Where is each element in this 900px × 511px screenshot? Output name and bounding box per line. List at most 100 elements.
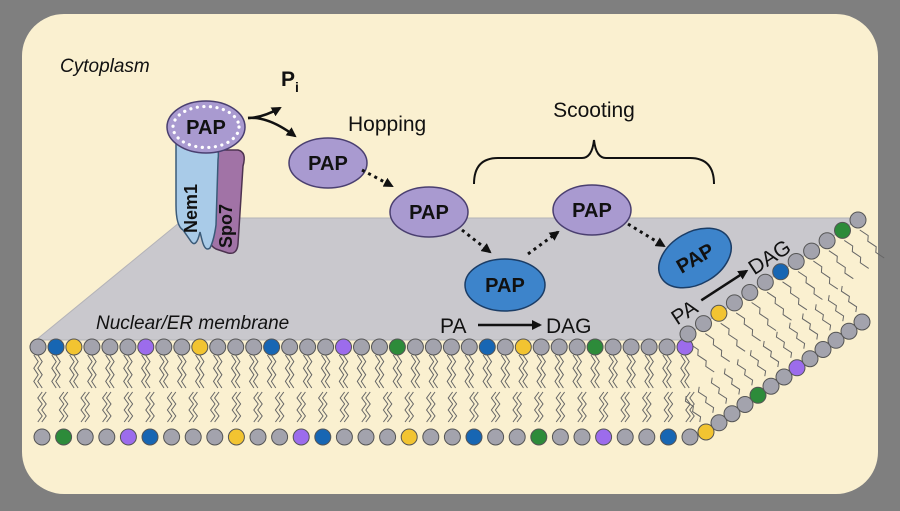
lipid-head xyxy=(442,338,460,356)
lipid-head xyxy=(47,338,65,356)
lipid-tail xyxy=(572,354,579,389)
lipid-tail xyxy=(231,391,238,423)
lipid-tail xyxy=(278,391,285,423)
lipid-tail xyxy=(288,354,295,389)
lipid-tail xyxy=(555,391,562,423)
lipid-head xyxy=(460,338,478,356)
lipid-tail xyxy=(209,391,216,423)
lipid-tail xyxy=(516,391,523,423)
pap-membrane-bound-2: PAP xyxy=(658,227,732,289)
lipid-head xyxy=(422,428,440,446)
lipid-head xyxy=(191,338,209,356)
lipid-head xyxy=(141,428,159,446)
lipid-head xyxy=(710,304,728,322)
lipid-tail xyxy=(500,354,507,389)
lipid-head xyxy=(508,428,526,446)
lipid-head xyxy=(853,313,871,331)
lipid-tail xyxy=(645,391,652,423)
lipid-tail xyxy=(87,354,93,389)
lipid-head xyxy=(532,338,550,356)
lipid-tail xyxy=(666,354,672,389)
lipid-tail xyxy=(213,391,220,423)
pap-free-2: PAP xyxy=(389,186,469,238)
lipid-tail xyxy=(140,354,147,389)
lipid-tail xyxy=(360,354,367,389)
lipid-tail xyxy=(109,354,115,389)
lipid-tail xyxy=(144,354,151,389)
lipid-tail xyxy=(73,354,79,389)
lipid-tail xyxy=(216,354,223,389)
lipid-head xyxy=(573,428,591,446)
lipid-tail xyxy=(170,391,177,423)
lipid-tail xyxy=(536,354,543,389)
lipid-tail xyxy=(663,391,670,423)
lipid-head xyxy=(658,338,676,356)
lipid-head xyxy=(371,338,388,356)
nem1-label: Nem1 xyxy=(181,184,201,233)
lipid-head xyxy=(697,423,715,441)
lipid-tail xyxy=(762,340,780,368)
lipid-tail xyxy=(598,391,605,423)
lipid-head xyxy=(314,428,332,446)
lipid-tail xyxy=(69,354,75,389)
lipid-tail xyxy=(101,391,108,423)
membrane-label: Nuclear/ER membrane xyxy=(96,313,289,334)
lipid-head xyxy=(206,428,224,446)
lipid-tail xyxy=(342,354,349,389)
lipid-tail xyxy=(62,391,69,423)
lipid-tail xyxy=(735,312,761,342)
lipid-tail xyxy=(512,391,519,423)
lipid-tail xyxy=(284,354,291,389)
lipid-tail xyxy=(482,354,489,389)
lipid-head xyxy=(736,396,754,413)
lipid-tail xyxy=(414,354,421,389)
lipid-tail xyxy=(590,354,596,389)
lipid-head xyxy=(29,338,47,356)
lipid-head xyxy=(723,405,741,423)
lipid-head xyxy=(443,428,461,446)
hop-arrow-1 xyxy=(361,168,394,188)
lipid-tail xyxy=(710,377,728,404)
lipid-tail xyxy=(859,229,885,259)
lipid-tail xyxy=(641,391,648,423)
pap-membrane-bound-1: PAP xyxy=(464,258,546,312)
lipid-head xyxy=(357,428,375,446)
lipid-tail xyxy=(749,350,767,377)
pap-free-3: PAP xyxy=(552,184,632,236)
lipid-tail xyxy=(176,354,183,389)
reaction-arrow xyxy=(700,269,749,302)
lipid-head xyxy=(465,428,483,446)
lipid-head xyxy=(595,428,613,446)
lipid-tail xyxy=(361,391,367,423)
lipid-tail xyxy=(80,391,87,423)
lipid-head xyxy=(478,338,496,356)
lipid-tail xyxy=(608,354,614,389)
lipid-tail xyxy=(37,391,43,423)
lipid-head xyxy=(245,338,263,356)
hop-arrow-2 xyxy=(461,228,492,254)
lipid-head xyxy=(640,338,658,356)
lipid-head xyxy=(76,428,94,446)
lipid-tail xyxy=(41,391,47,423)
membrane-surface xyxy=(34,217,862,341)
lipid-head xyxy=(299,338,317,356)
lipid-head xyxy=(772,263,790,281)
lipid-tail xyxy=(827,295,845,322)
lipid-tail xyxy=(162,354,169,389)
scoot-arrow-2 xyxy=(627,222,666,248)
lipid-head xyxy=(604,338,622,356)
lipid-head xyxy=(710,414,728,432)
lipid-tail xyxy=(736,359,754,386)
lipid-tail xyxy=(840,285,858,313)
lipid-head xyxy=(756,273,774,291)
lipid-head xyxy=(622,338,640,356)
lipid-tail xyxy=(775,331,793,358)
lipid-tail xyxy=(680,354,686,389)
lipid-head xyxy=(787,253,805,270)
lipid-head xyxy=(227,428,245,446)
lipid-tail xyxy=(468,354,475,389)
lipid-head xyxy=(695,315,712,333)
lipid-head xyxy=(249,428,267,446)
lipid-tail xyxy=(644,354,650,389)
